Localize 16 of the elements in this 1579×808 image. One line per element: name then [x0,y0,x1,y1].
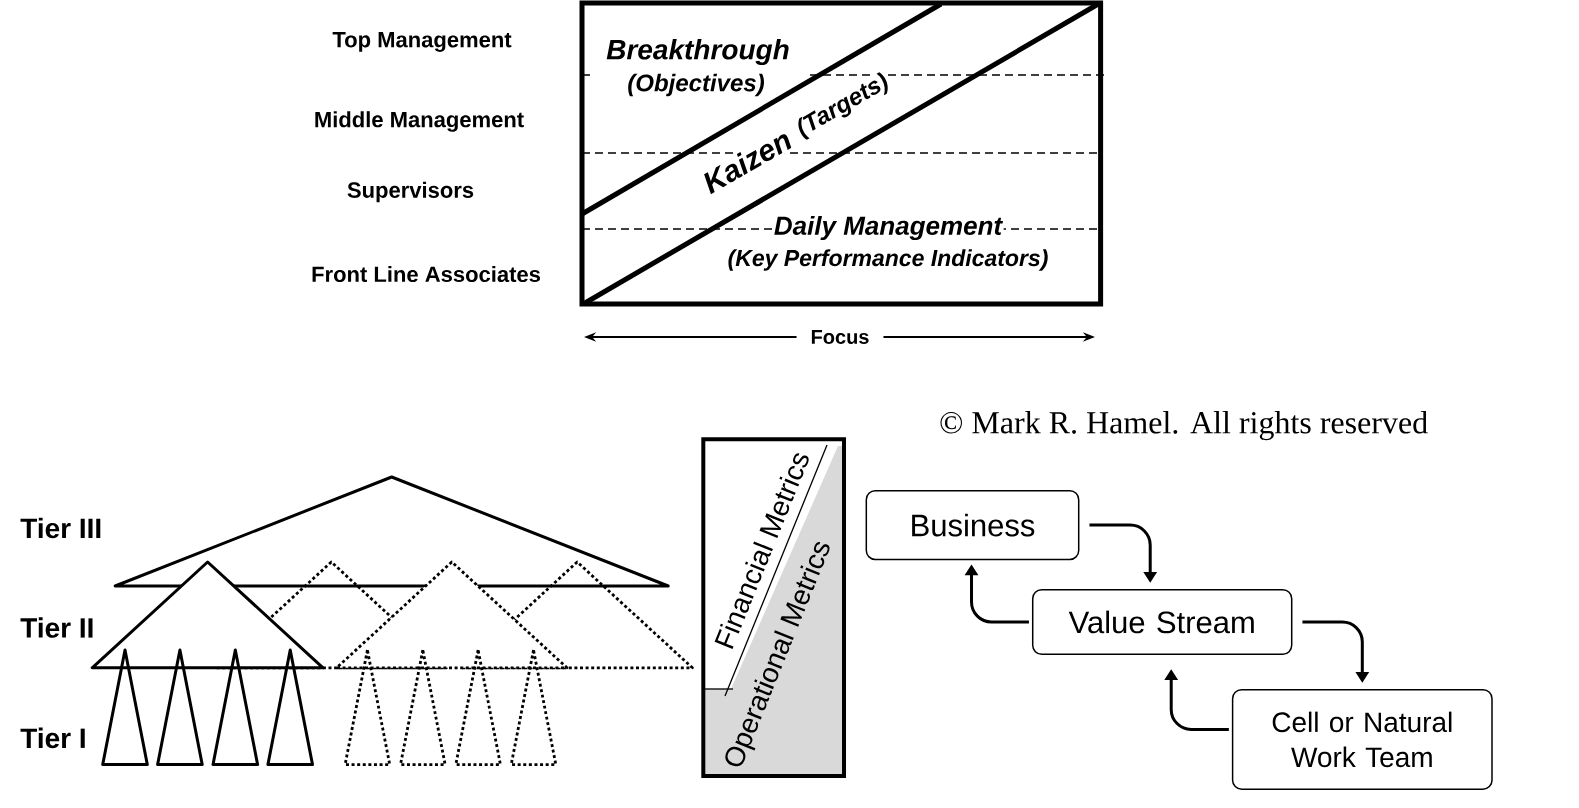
copyright-notice: © Mark R. Hamel. All rights reserved [937,409,1431,443]
tier-label: Tier I [18,725,89,751]
level-label: Middle Management [311,109,527,134]
axis-label: Focus [796,328,884,346]
process-box: Cell or Natural Work Team [1231,688,1493,790]
band-subtitle: (Objectives) [625,72,767,98]
process-box: Business [865,489,1080,561]
level-label: Supervisors [344,179,477,205]
band-title: Daily Management [772,214,1004,242]
band-title: Breakthrough [604,37,792,67]
tier-label: Tier III [18,515,105,541]
level-label: Top Management [330,30,514,54]
process-box: Value Stream [1031,588,1293,656]
tier-label: Tier II [18,615,97,640]
band-subtitle: (Key Performance Indicators) [726,247,1050,273]
level-label: Front Line Associates [309,263,543,285]
